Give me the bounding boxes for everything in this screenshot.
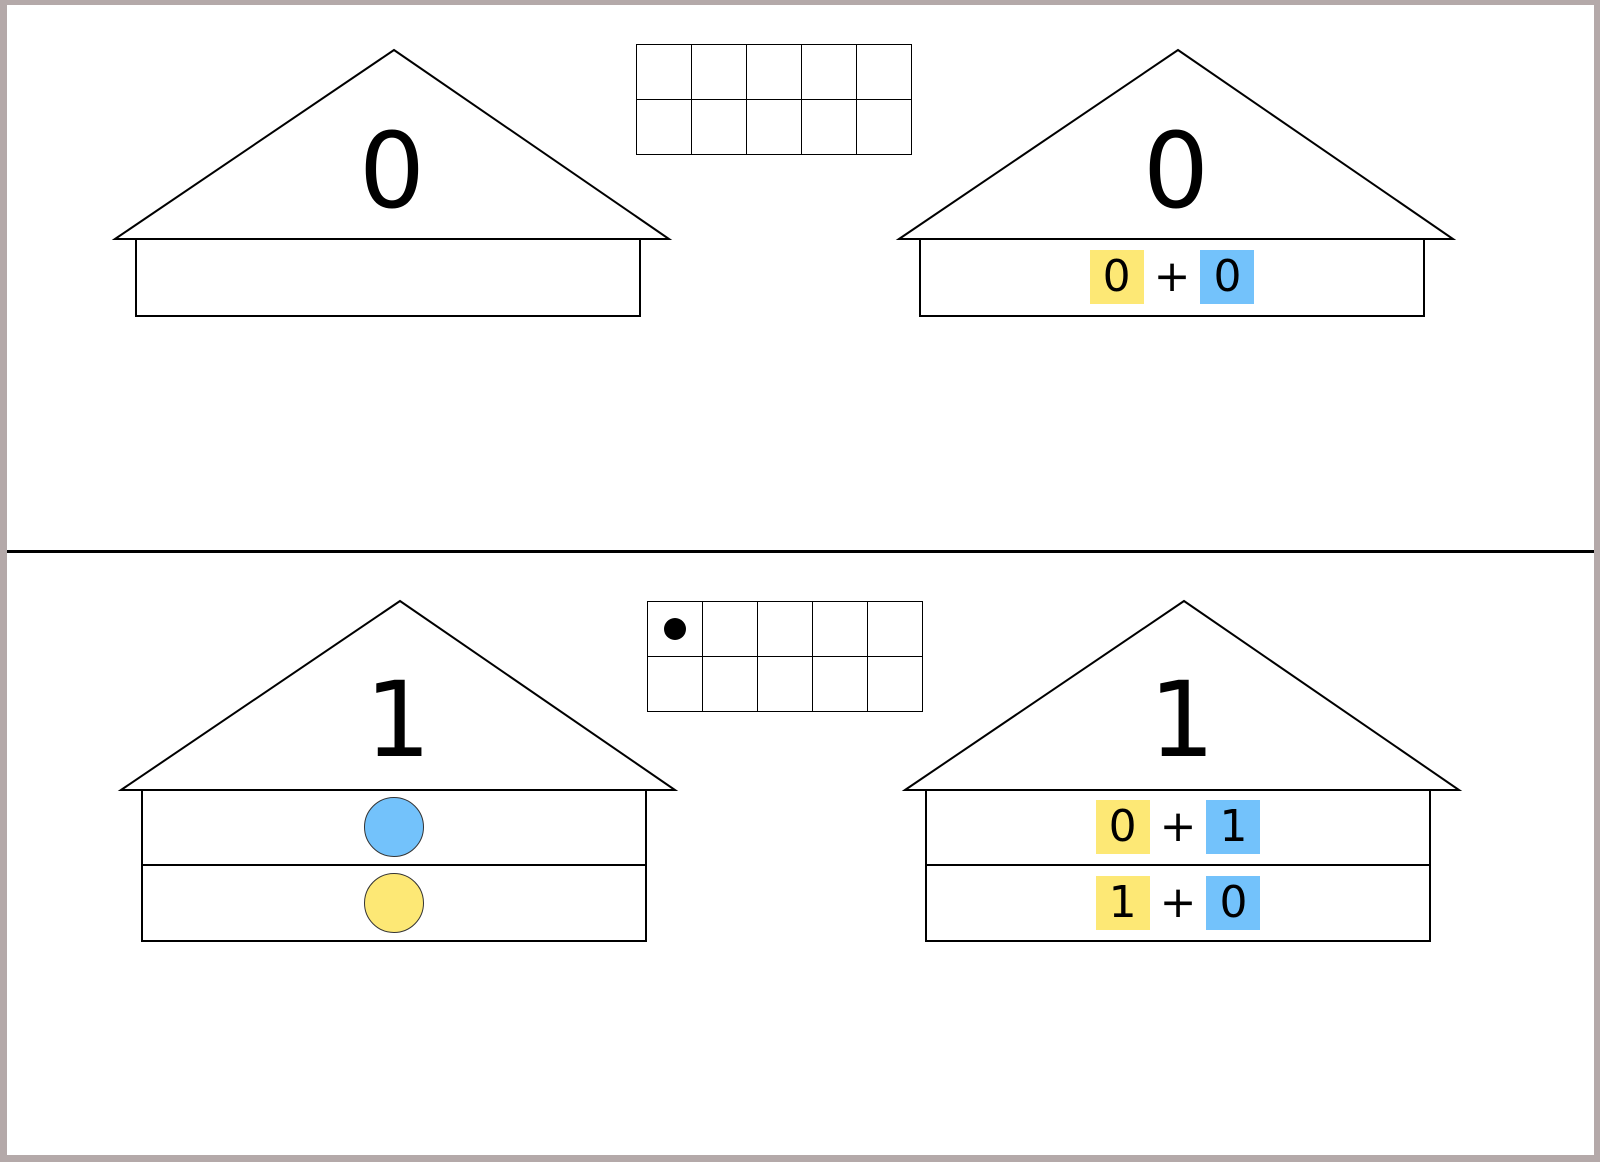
ten-frame-cell — [692, 45, 747, 100]
roof-number: 0 — [1142, 110, 1210, 232]
equation: 0 + 1 — [1095, 800, 1261, 854]
empty-room — [135, 239, 641, 317]
yellow-addend: 0 — [1095, 800, 1150, 854]
ten-frame-cell — [802, 100, 857, 155]
black-counter-dot — [664, 618, 686, 640]
section-divider — [7, 550, 1594, 553]
right-house-zero: 0 0 + 0 — [895, 47, 1457, 317]
blue-addend: 1 — [1206, 800, 1261, 854]
equation: 0 + 0 — [1089, 250, 1255, 304]
yellow-addend: 1 — [1095, 876, 1150, 930]
worksheet: 0 0 0 + 0 — [7, 5, 1594, 1155]
ten-frame-cell — [868, 657, 923, 712]
section-zero: 0 0 0 + 0 — [7, 5, 1594, 550]
equation-room: 0 + 1 — [925, 790, 1431, 866]
roof-number: 1 — [1148, 659, 1216, 781]
roof-number: 0 — [358, 110, 426, 232]
ten-frame-cell — [703, 657, 758, 712]
ten-frame-cell — [802, 45, 857, 100]
ten-frame — [647, 601, 923, 712]
dot-room — [141, 790, 647, 866]
section-one: 1 1 0 + 1 — [7, 553, 1594, 1155]
roof-outline — [111, 48, 673, 240]
ten-frame — [636, 44, 912, 155]
left-house-one: 1 — [117, 598, 679, 948]
blue-addend: 0 — [1200, 250, 1255, 304]
ten-frame-cell — [758, 657, 813, 712]
ten-frame-cell — [868, 602, 923, 657]
house-rooms — [135, 239, 641, 317]
yellow-addend: 0 — [1089, 250, 1144, 304]
ten-frame-cell — [637, 100, 692, 155]
roof-outline — [895, 48, 1457, 240]
ten-frame-cell — [747, 100, 802, 155]
roof-number: 1 — [364, 659, 432, 781]
house-rooms: 0 + 1 1 + 0 — [925, 790, 1431, 942]
ten-frame-cell — [648, 657, 703, 712]
yellow-counter — [364, 873, 424, 933]
house-rooms — [141, 790, 647, 942]
equation: 1 + 0 — [1095, 876, 1261, 930]
roof-outline — [901, 599, 1463, 791]
plus-sign: + — [1159, 877, 1197, 928]
ten-frame-cell — [813, 602, 868, 657]
ten-frame-cell — [648, 602, 703, 657]
ten-frame-cell — [813, 657, 868, 712]
plus-sign: + — [1153, 251, 1191, 302]
ten-frame-cell — [703, 602, 758, 657]
ten-frame-cell — [747, 45, 802, 100]
ten-frame-cell — [637, 45, 692, 100]
ten-frame-cell — [758, 602, 813, 657]
left-house-zero: 0 — [111, 47, 673, 317]
house-rooms: 0 + 0 — [919, 239, 1425, 317]
equation-room: 0 + 0 — [919, 239, 1425, 317]
roof-outline — [117, 599, 679, 791]
right-house-one: 1 0 + 1 1 + 0 — [901, 598, 1463, 948]
blue-addend: 0 — [1206, 876, 1261, 930]
ten-frame-cell — [857, 45, 912, 100]
equation-room: 1 + 0 — [925, 866, 1431, 942]
dot-room — [141, 866, 647, 942]
blue-counter — [364, 797, 424, 857]
ten-frame-cell — [857, 100, 912, 155]
ten-frame-cell — [692, 100, 747, 155]
plus-sign: + — [1159, 801, 1197, 852]
